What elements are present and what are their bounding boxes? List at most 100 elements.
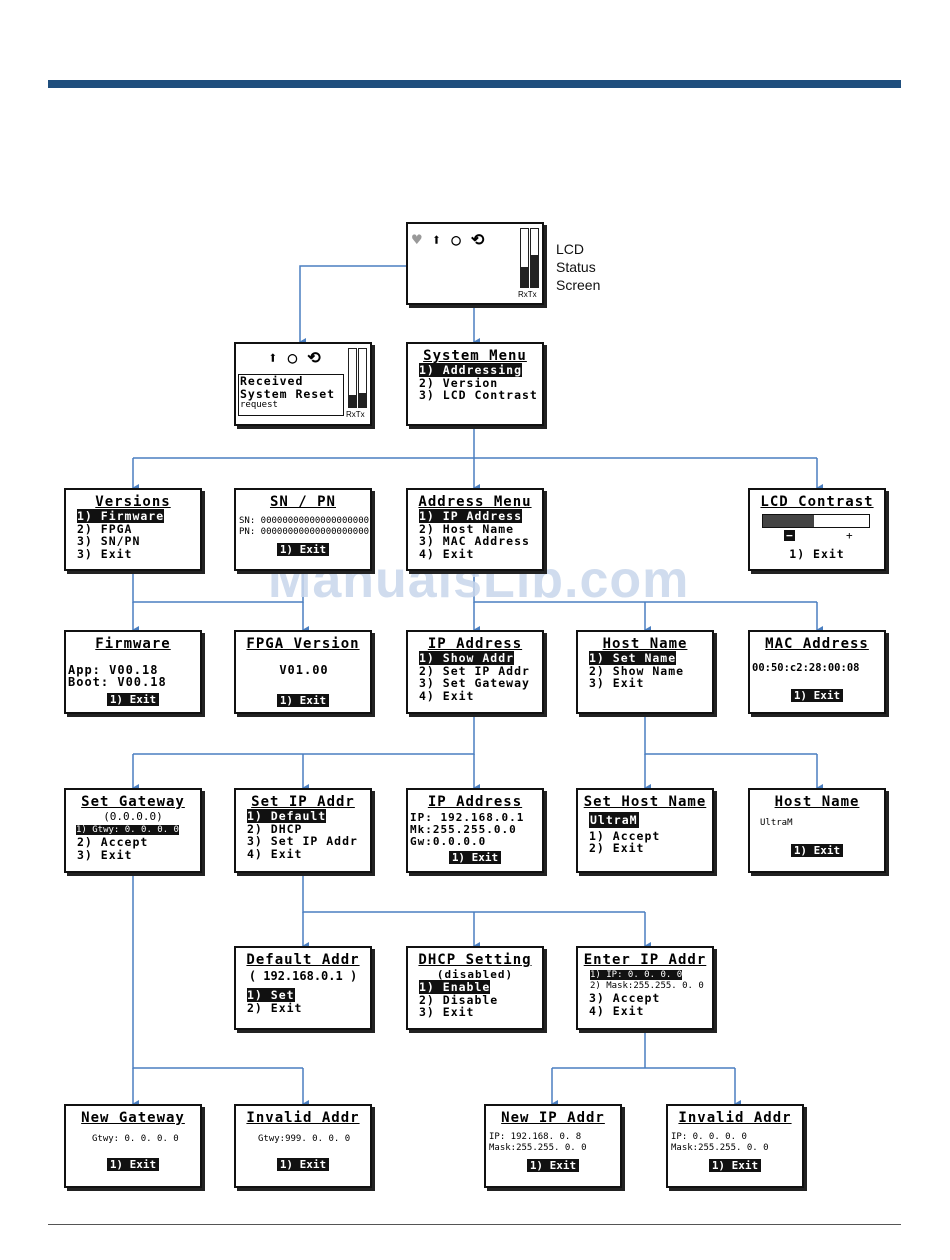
exit-button[interactable]: 1) Exit <box>789 547 845 561</box>
menu-item-mac-address[interactable]: 3) MAC Address <box>419 534 530 548</box>
menu-item-exit[interactable]: 3) Exit <box>77 546 133 561</box>
menu-item-version[interactable]: 2) Version <box>419 375 499 390</box>
exit-button[interactable]: 1) Exit <box>486 1158 620 1172</box>
screen-title: New IP Addr <box>501 1110 605 1126</box>
menu-item-dhcp[interactable]: 2) DHCP <box>247 821 303 836</box>
menu-item-enable[interactable]: 1) Enable <box>419 980 491 994</box>
menu-item-exit[interactable]: 3) Exit <box>589 676 645 690</box>
address-menu-screen: Address Menu 1) IP Address 2) Host Name … <box>406 488 544 571</box>
circle-icon: ○ <box>451 230 471 249</box>
rx-bar <box>520 228 529 288</box>
invalid-ip-screen: Invalid Addr IP: 0. 0. 0. 0 Mask:255.255… <box>666 1104 804 1188</box>
menu-item-snpn[interactable]: 3) SN/PN <box>77 534 141 548</box>
tx-bar <box>358 348 367 408</box>
connector-host-branch <box>644 714 817 755</box>
screen-title: Default Addr <box>246 952 360 968</box>
screen-title: DHCP Setting <box>418 952 532 968</box>
reset-message-box: Received System Reset request <box>238 374 344 416</box>
default-addr-screen: Default Addr ( 192.168.0.1 ) 1) Set 2) E… <box>234 946 372 1030</box>
lcd-status-screen: ♥⬆○⟲ RxTx <box>406 222 544 305</box>
menu-item-show-addr[interactable]: 1) Show Addr <box>419 651 515 665</box>
connector-enterip-branch <box>552 1030 735 1069</box>
menu-item-addressing[interactable]: 1) Addressing <box>419 363 523 377</box>
header-rule <box>48 80 901 88</box>
tx-bar <box>530 228 539 288</box>
contrast-slider[interactable] <box>762 514 870 528</box>
refresh-icon: ⟲ <box>470 230 495 249</box>
system-menu-screen: System Menu 1) Addressing 2) Version 3) … <box>406 342 544 426</box>
exit-button[interactable]: 1) Exit <box>750 843 884 857</box>
serial-number: SN: 00000000000000000000 <box>239 516 370 526</box>
menu-item-exit[interactable]: 4) Exit <box>419 546 475 561</box>
set-gateway-screen: Set Gateway (0.0.0.0) 1) Gtwy: 0. 0. 0. … <box>64 788 202 873</box>
gateway-value: Gtwy: 0. 0. 0. 0 <box>92 1134 179 1144</box>
decrease-button[interactable]: − <box>784 529 795 542</box>
ip-value: IP: 192.168. 0. 8 <box>489 1132 582 1142</box>
exit-button[interactable]: 1) Exit <box>408 850 542 864</box>
menu-item-fpga[interactable]: 2) FPGA <box>77 521 133 536</box>
firmware-screen: Firmware App: V00.18 Boot: V00.18 1) Exi… <box>64 630 202 714</box>
screen-title: New Gateway <box>81 1110 185 1126</box>
screen-title: Firmware <box>95 636 171 652</box>
new-gateway-screen: New Gateway Gtwy: 0. 0. 0. 0 1) Exit <box>64 1104 202 1188</box>
menu-item-exit[interactable]: 4) Exit <box>419 688 475 703</box>
screen-title: Set IP Addr <box>251 794 355 810</box>
menu-item-exit[interactable]: 2) Exit <box>589 841 645 855</box>
menu-item-set-gateway[interactable]: 3) Set Gateway <box>419 676 530 690</box>
gateway-input[interactable]: 1) Gtwy: 0. 0. 0. 0 <box>76 825 179 835</box>
mac-address-screen: MAC Address 00:50:c2:28:00:08 1) Exit <box>748 630 886 714</box>
menu-item-set[interactable]: 1) Set <box>247 988 295 1002</box>
host-name-input[interactable]: UltraM <box>589 812 639 828</box>
refresh-icon: ⟲ <box>307 348 331 367</box>
menu-item-accept[interactable]: 1) Accept <box>589 828 661 843</box>
menu-item-exit[interactable]: 3) Exit <box>77 847 133 862</box>
increase-button[interactable]: + <box>846 529 853 542</box>
menu-item-firmware[interactable]: 1) Firmware <box>77 509 165 523</box>
menu-item-set-name[interactable]: 1) Set Name <box>589 651 677 665</box>
host-name-display-screen: Host Name UltraM 1) Exit <box>748 788 886 873</box>
ip-input[interactable]: 1) IP: 0. 0. 0. 0 <box>590 970 683 980</box>
ip-value: IP: 192.168.0.1 <box>410 811 525 824</box>
exit-button[interactable]: 1) Exit <box>236 542 370 556</box>
fpga-version-screen: FPGA Version V01.00 1) Exit <box>234 630 372 714</box>
host-name-value: UltraM <box>760 818 793 828</box>
menu-item-exit[interactable]: 4) Exit <box>589 1003 645 1018</box>
exit-button[interactable]: 1) Exit <box>236 693 370 707</box>
menu-item-exit[interactable]: 4) Exit <box>247 846 303 861</box>
menu-item-accept[interactable]: 3) Accept <box>589 991 661 1005</box>
menu-item-default[interactable]: 1) Default <box>247 809 327 823</box>
connector-versions-snpn <box>132 571 304 603</box>
menu-item-exit[interactable]: 2) Exit <box>247 1000 303 1015</box>
contrast-fill <box>763 515 814 527</box>
screen-title: Address Menu <box>418 494 532 510</box>
menu-item-host-name[interactable]: 2) Host Name <box>419 521 515 536</box>
connector-ip-branch <box>133 714 475 755</box>
menu-item-exit[interactable]: 3) Exit <box>419 1005 475 1019</box>
mask-input[interactable]: 2) Mask:255.255. 0. 0 <box>590 981 704 991</box>
mask-value: Mask:255.255. 0. 0 <box>489 1143 587 1153</box>
screen-title: Versions <box>95 494 171 510</box>
menu-item-show-name[interactable]: 2) Show Name <box>589 663 685 678</box>
set-host-name-screen: Set Host Name UltraM 1) Accept 2) Exit <box>576 788 714 873</box>
exit-button[interactable]: 1) Exit <box>236 1157 370 1171</box>
menu-item-lcd-contrast[interactable]: 3) LCD Contrast <box>419 388 538 402</box>
mask-value: Mk:255.255.0.0 <box>410 823 517 836</box>
menu-item-ip-address[interactable]: 1) IP Address <box>419 509 523 523</box>
current-gateway: (0.0.0.0) <box>103 810 163 823</box>
host-name-menu-screen: Host Name 1) Set Name 2) Show Name 3) Ex… <box>576 630 714 714</box>
circle-icon: ○ <box>287 348 308 367</box>
screen-title: Set Host Name <box>583 794 707 810</box>
mask-value: Mask:255.255. 0. 0 <box>671 1143 769 1153</box>
exit-button[interactable]: 1) Exit <box>668 1158 802 1172</box>
menu-item-disable[interactable]: 2) Disable <box>419 992 499 1007</box>
exit-button[interactable]: 1) Exit <box>750 688 884 702</box>
screen-title: Enter IP Addr <box>583 952 707 968</box>
menu-item-accept[interactable]: 2) Accept <box>77 835 149 849</box>
screen-title: IP Address <box>427 636 523 652</box>
menu-item-set-ip-addr[interactable]: 2) Set IP Addr <box>419 663 530 678</box>
screen-title: MAC Address <box>765 636 869 652</box>
exit-button[interactable]: 1) Exit <box>66 692 200 706</box>
menu-item-set-ip-addr[interactable]: 3) Set IP Addr <box>247 834 358 848</box>
exit-button[interactable]: 1) Exit <box>66 1157 200 1171</box>
gateway-value: Gw:0.0.0.0 <box>410 835 487 848</box>
